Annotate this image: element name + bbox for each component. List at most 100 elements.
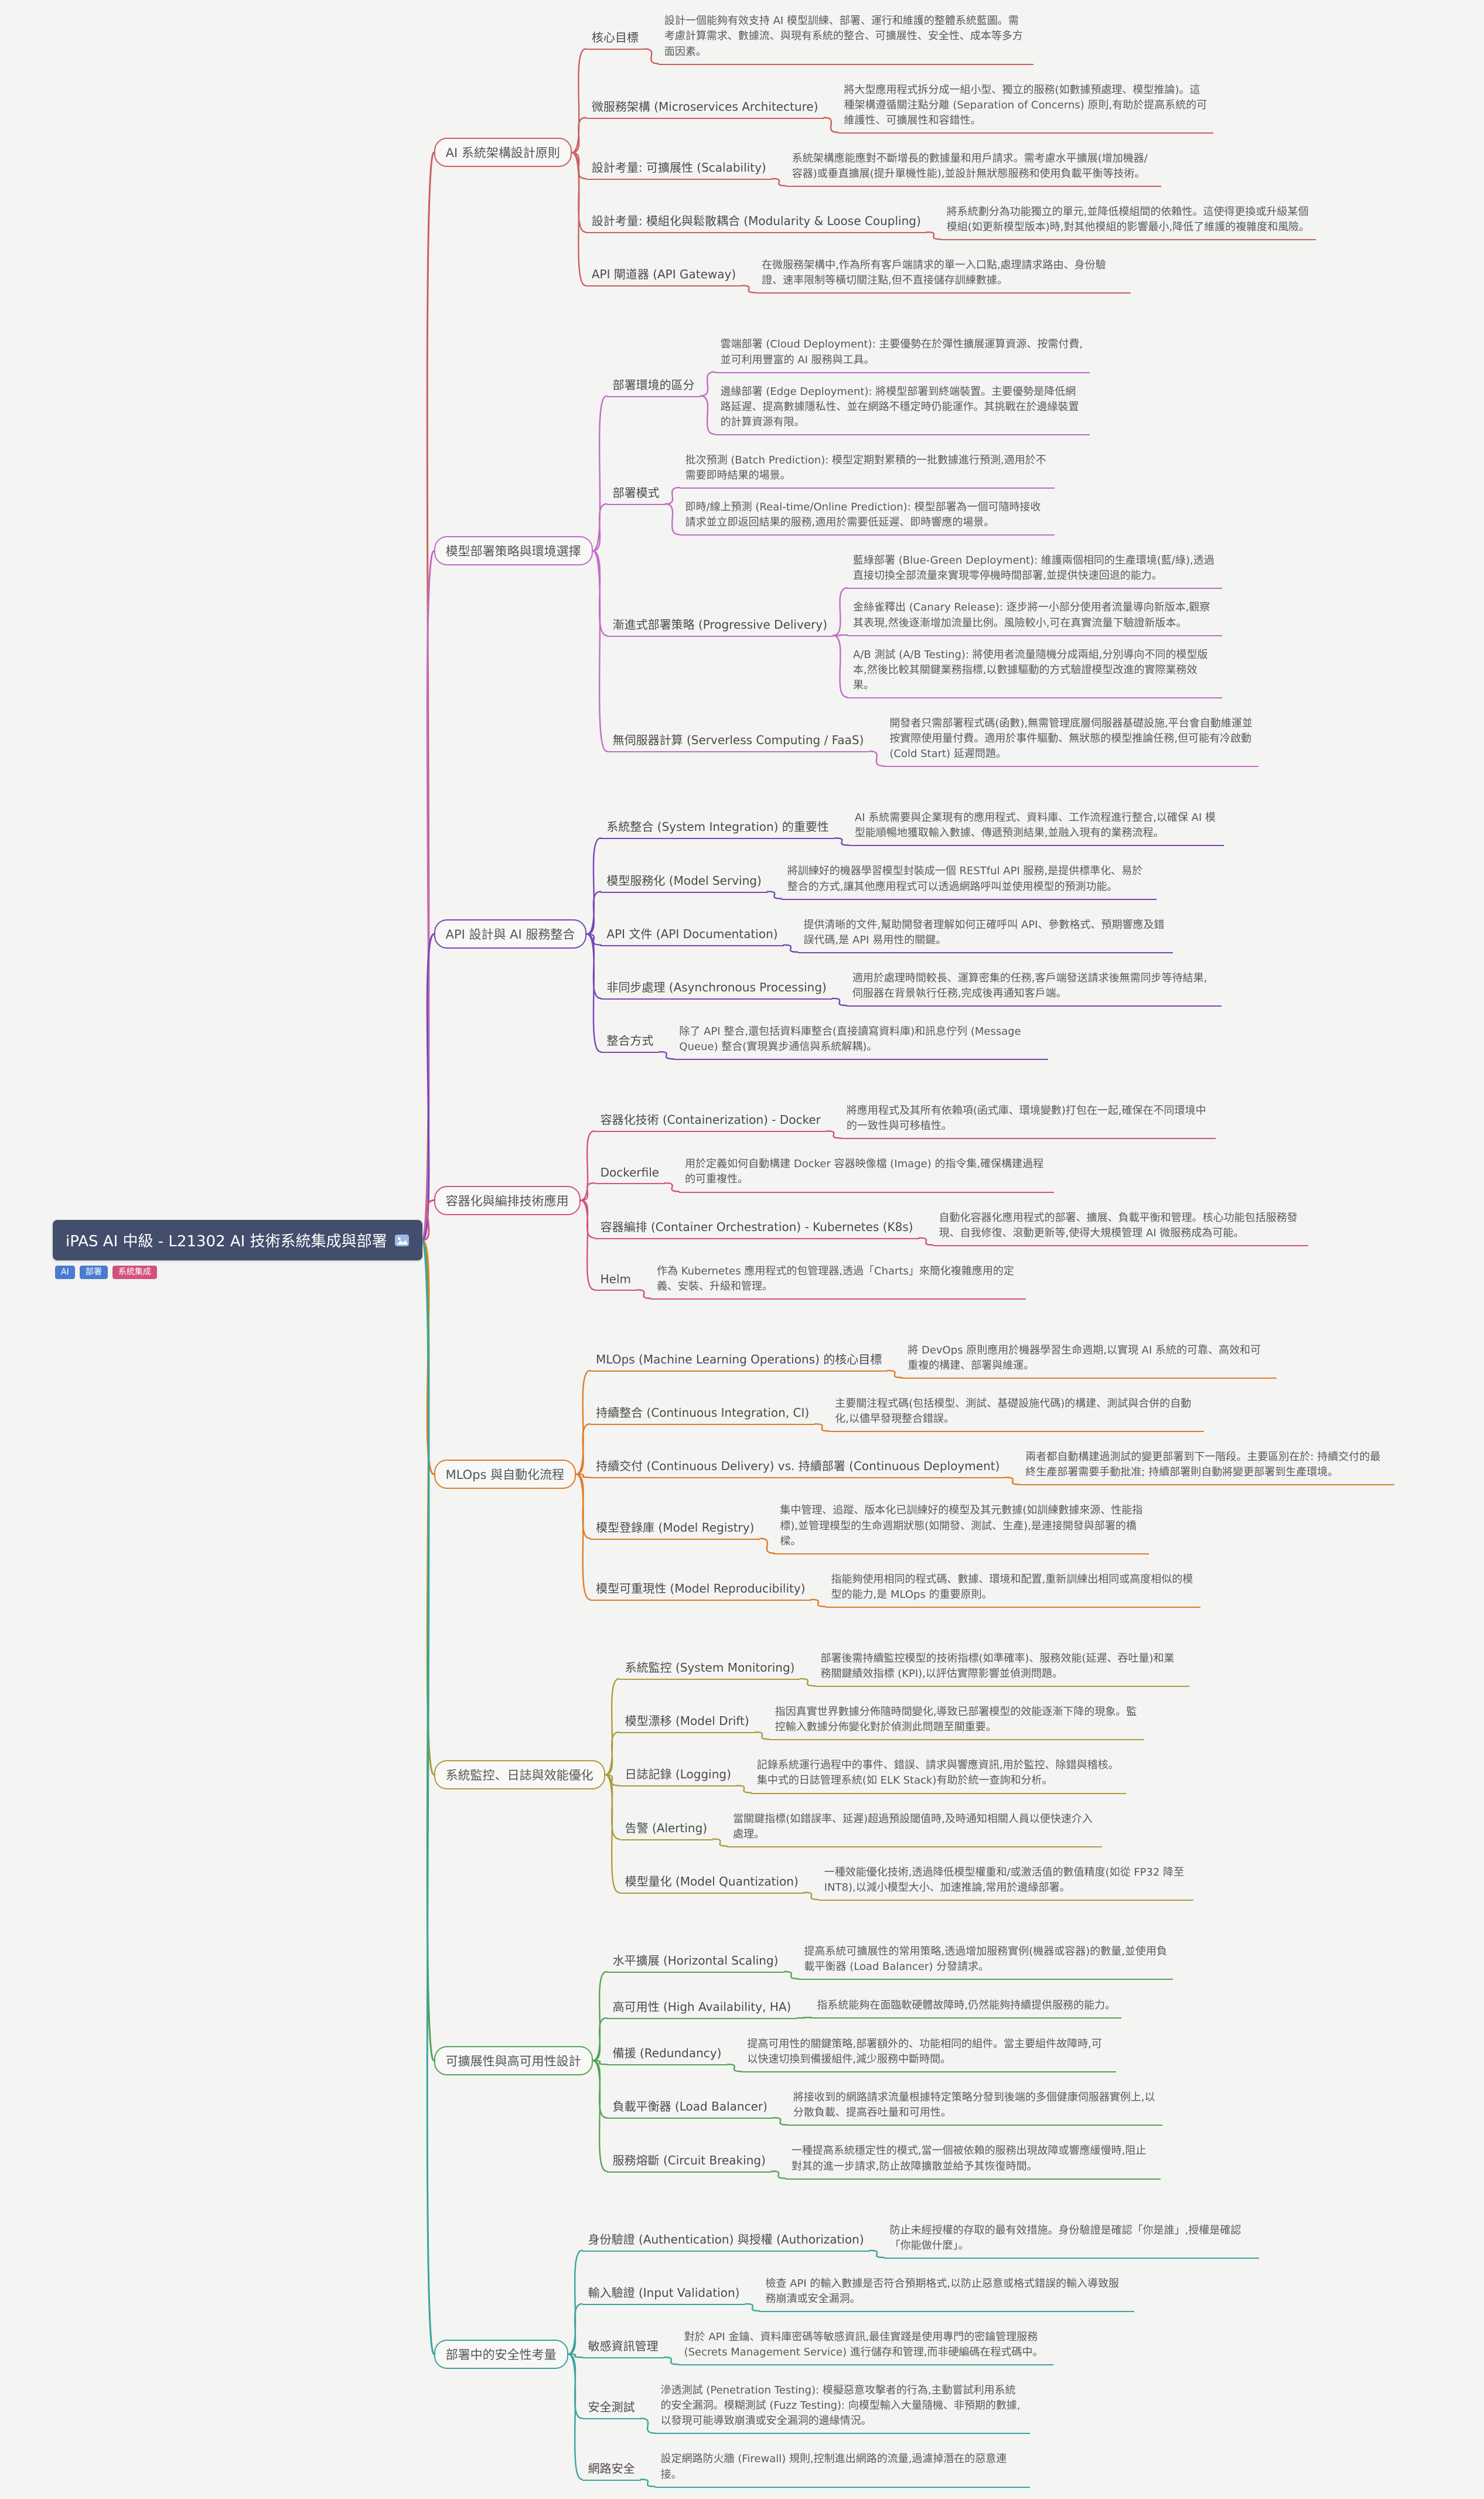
sub-topic[interactable]: 安全測試 bbox=[582, 2395, 641, 2420]
sub-topic[interactable]: 高可用性 (High Availability, HA) bbox=[606, 1995, 797, 2020]
detail-topic[interactable]: 滲透測試 (Penetration Testing): 模擬惡意攻擊者的行為,主… bbox=[654, 2381, 1030, 2435]
detail-topic[interactable]: 一種提高系統穩定性的模式,當一個被依賴的服務出現故障或響應緩慢時,阻止對其的進一… bbox=[785, 2141, 1161, 2180]
detail-topic[interactable]: 設計一個能夠有效支持 AI 模型訓練、部署、運行和維護的整體系統藍圖。需考慮計算… bbox=[658, 11, 1033, 65]
connector bbox=[664, 1182, 680, 1192]
detail-topic[interactable]: 邊緣部署 (Edge Deployment): 將模型部署到終端裝置。主要優勢是… bbox=[714, 382, 1090, 435]
detail-topic[interactable]: 設定網路防火牆 (Firewall) 規則,控制進出網路的流量,過濾掉潛在的惡意… bbox=[654, 2449, 1030, 2488]
detail-topic[interactable]: 檢查 API 的輸入數據是否符合預期格式,以防止惡意或格式錯誤的輸入導致服務崩潰… bbox=[759, 2274, 1135, 2313]
sub-topic[interactable]: 模型登錄庫 (Model Registry) bbox=[590, 1516, 760, 1540]
connector bbox=[640, 2418, 656, 2434]
main-topic[interactable]: 部署中的安全性考量 bbox=[434, 2339, 568, 2369]
detail-topic[interactable]: 兩者都自動構建過測試的變更部署到下一階段。主要區別在於: 持續交付的最終生產部署… bbox=[1019, 1447, 1395, 1486]
detail-topic[interactable]: 一種效能優化技術,透過降低模型權重和/或激活值的數值精度(如從 FP32 降至 … bbox=[818, 1863, 1193, 1901]
detail-topic[interactable]: 部署後需持續監控模型的技術指標(如準確率)、服務效能(延遲、吞吐量)和業務關鍵績… bbox=[814, 1649, 1190, 1687]
detail-topic[interactable]: 批次預測 (Batch Prediction): 模型定期對累積的一批數據進行預… bbox=[679, 451, 1055, 489]
sub-topic[interactable]: 部署模式 bbox=[606, 481, 666, 506]
detail-topic[interactable]: 在微服務架構中,作為所有客戶端請求的單一入口點,處理請求路由、身份驗證、速率限制… bbox=[756, 255, 1131, 294]
sub-topic[interactable]: 輸入驗證 (Input Validation) bbox=[582, 2281, 746, 2305]
main-topic[interactable]: 容器化與編排技術應用 bbox=[434, 1185, 581, 1215]
sub-topic[interactable]: 核心目標 bbox=[585, 26, 644, 50]
connector bbox=[700, 395, 715, 435]
detail-topic[interactable]: 主要關注程式碼(包括模型、測試、基礎設施代碼)的構建、測試與合併的自動化,以儘早… bbox=[829, 1394, 1205, 1433]
sub-topic[interactable]: 設計考量: 模組化與鬆散耦合 (Modularity & Loose Coupl… bbox=[585, 209, 927, 234]
sub-topic[interactable]: 持續交付 (Continuous Delivery) vs. 持續部署 (Con… bbox=[590, 1454, 1006, 1479]
sub-topic[interactable]: 容器編排 (Container Orchestration) - Kuberne… bbox=[594, 1215, 919, 1239]
root-topic[interactable]: iPAS AI 中級 - L21302 AI 技術系統集成與部署 bbox=[53, 1220, 422, 1261]
detail-topic[interactable]: 將系統劃分為功能獨立的單元,並降低模組間的依賴性。這使得更換或升級某個模組(如更… bbox=[940, 202, 1316, 241]
main-topic[interactable]: 模型部署策略與環境選擇 bbox=[434, 536, 593, 566]
sub-topic[interactable]: 網路安全 bbox=[582, 2457, 641, 2481]
connector bbox=[571, 152, 587, 287]
detail-topic[interactable]: 提供清晰的文件,幫助開發者理解如何正確呼叫 API、參數格式、預期響應及錯誤代碼… bbox=[797, 915, 1173, 953]
detail-topic[interactable]: AI 系統需要與企業現有的應用程式、資料庫、工作流程進行整合,以確保 AI 模型… bbox=[848, 808, 1224, 847]
connector bbox=[592, 395, 608, 552]
detail-topic[interactable]: 作為 Kubernetes 應用程式的包管理器,透過「Charts」來簡化複雜應… bbox=[651, 1262, 1026, 1300]
sub-topic[interactable]: 備援 (Redundancy) bbox=[606, 2041, 728, 2066]
sub-topic[interactable]: 微服務架構 (Microservices Architecture) bbox=[585, 95, 824, 119]
detail-topic[interactable]: 防止未經授權的存取的最有效措施。身份驗證是確認「你是誰」,授權是確認「你能做什麼… bbox=[883, 2221, 1259, 2259]
sub-topic[interactable]: 身份驗證 (Authentication) 與授權 (Authorization… bbox=[582, 2228, 870, 2252]
main-topic[interactable]: 可擴展性與高可用性設計 bbox=[434, 2045, 593, 2075]
detail-topic[interactable]: 藍綠部署 (Blue-Green Deployment): 維護兩個相同的生產環… bbox=[847, 551, 1222, 589]
connector bbox=[814, 1423, 830, 1432]
sub-topic[interactable]: 水平擴展 (Horizontal Scaling) bbox=[606, 1949, 784, 1973]
main-topic[interactable]: API 設計與 AI 服務整合 bbox=[434, 919, 587, 949]
detail-topic[interactable]: 用於定義如何自動構建 Docker 容器映像檔 (Image) 的指令集,確保構… bbox=[679, 1154, 1055, 1193]
connector bbox=[421, 933, 435, 1242]
detail-topic[interactable]: 提高可用性的關鍵策略,部署額外的、功能相同的組件。當主要組件故障時,可以快速切換… bbox=[741, 2034, 1117, 2073]
sub-topic[interactable]: 模型可重現性 (Model Reproducibility) bbox=[590, 1577, 811, 1601]
sub-topic[interactable]: 非同步處理 (Asynchronous Processing) bbox=[601, 976, 833, 1000]
main-topic[interactable]: MLOps 與自動化流程 bbox=[434, 1459, 576, 1489]
sub-topic[interactable]: MLOps (Machine Learning Operations) 的核心目… bbox=[590, 1348, 888, 1372]
sub-topic[interactable]: 系統監控 (System Monitoring) bbox=[619, 1656, 801, 1680]
detail-topic[interactable]: 除了 API 整合,還包括資料庫整合(直接讀寫資料庫)和訊息佇列 (Messag… bbox=[673, 1022, 1049, 1061]
main-topic[interactable]: AI 系統架構設計原則 bbox=[434, 138, 572, 168]
detail-topic[interactable]: 將大型應用程式拆分成一組小型、獨立的服務(如數據預處理、模型推論)。這種架構遵循… bbox=[838, 80, 1213, 134]
detail-topic[interactable]: 即時/線上預測 (Real-time/Online Prediction): 模… bbox=[679, 497, 1055, 536]
sub-topic[interactable]: 部署環境的區分 bbox=[606, 373, 701, 397]
sub-topic[interactable]: 模型漂移 (Model Drift) bbox=[619, 1709, 755, 1734]
sub-topic[interactable]: API 文件 (API Documentation) bbox=[601, 922, 784, 946]
main-topic[interactable]: 系統監控、日誌與效能優化 bbox=[434, 1760, 605, 1789]
sub-topic[interactable]: 告警 (Alerting) bbox=[619, 1816, 714, 1840]
sub-topic[interactable]: 持續整合 (Continuous Integration, CI) bbox=[590, 1401, 816, 1426]
detail-topic[interactable]: 指因真實世界數據分佈隨時間變化,導致已部署模型的效能逐漸下降的現象。監控輸入數據… bbox=[769, 1702, 1144, 1741]
detail-topic[interactable]: 集中管理、追蹤、版本化已訓練好的模型及其元數據(如訓練數據來源、性能指標),並管… bbox=[774, 1501, 1149, 1554]
connector bbox=[783, 1970, 799, 1980]
detail-topic[interactable]: A/B 測試 (A/B Testing): 將使用者流量隨機分成兩組,分別導向不… bbox=[847, 645, 1222, 698]
sub-topic[interactable]: API 閘道器 (API Gateway) bbox=[585, 262, 742, 287]
sub-topic[interactable]: 容器化技術 (Containerization) - Docker bbox=[594, 1108, 827, 1133]
detail-topic[interactable]: 適用於處理時間較長、運算密集的任務,客戶端發送請求後無需同步等待結果,伺服器在背… bbox=[846, 969, 1222, 1007]
detail-topic[interactable]: 將 DevOps 原則應用於機器學習生命週期,以實現 AI 系統的可靠、高效和可… bbox=[902, 1341, 1277, 1379]
detail-topic[interactable]: 金絲雀釋出 (Canary Release): 逐步將一小部分使用者流量導向新版… bbox=[847, 598, 1222, 636]
sub-topic[interactable]: 日誌記錄 (Logging) bbox=[619, 1762, 737, 1787]
detail-topic[interactable]: 雲端部署 (Cloud Deployment): 主要優勢在於彈性擴展運算資源、… bbox=[714, 335, 1090, 373]
detail-topic[interactable]: 將訓練好的機器學習模型封裝成一個 RESTful API 服務,是提供標準化、易… bbox=[781, 861, 1157, 900]
sub-topic[interactable]: 模型服務化 (Model Serving) bbox=[601, 869, 767, 893]
sub-topic[interactable]: 無伺服器計算 (Serverless Computing / FaaS) bbox=[606, 728, 870, 753]
detail-topic[interactable]: 將應用程式及其所有依賴項(函式庫、環境變數)打包在一起,確保在不同環境中的一致性… bbox=[840, 1101, 1216, 1140]
detail-topic[interactable]: 開發者只需部署程式碼(函數),無需管理底層伺服器基礎設施,平台會自動維運並按實際… bbox=[883, 714, 1259, 768]
sub-topic[interactable]: 敏感資訊管理 bbox=[582, 2334, 664, 2359]
sub-topic[interactable]: 設計考量: 可擴展性 (Scalability) bbox=[585, 156, 772, 180]
detail-topic[interactable]: 系統架構應能應對不斷增長的數據量和用戶請求。需考慮水平擴展(增加機器/容器)或垂… bbox=[786, 149, 1161, 187]
detail-topic[interactable]: 記錄系統運行過程中的事件、錯誤、請求與響應資訊,用於監控、除錯與稽核。集中式的日… bbox=[750, 1755, 1126, 1794]
detail-topic[interactable]: 指系統能夠在面臨軟硬體故障時,仍然能夠持續提供服務的能力。 bbox=[811, 1996, 1122, 2019]
sub-topic[interactable]: 負載平衡器 (Load Balancer) bbox=[606, 2095, 773, 2119]
sub-topic[interactable]: 整合方式 bbox=[601, 1029, 660, 1054]
sub-topic[interactable]: Helm bbox=[594, 1270, 637, 1291]
detail-topic[interactable]: 指能夠使用相同的程式碼、數據、環境和配置,重新訓練出相同或高度相似的模型的能力,… bbox=[825, 1570, 1200, 1608]
detail-topic[interactable]: 自動化容器化應用程式的部署、擴展、負載平衡和管理。核心功能包括服務發現、自我修復… bbox=[933, 1208, 1308, 1246]
sub-topic[interactable]: 系統整合 (System Integration) 的重要性 bbox=[601, 815, 835, 840]
sub-topic[interactable]: Dockerfile bbox=[594, 1163, 666, 1184]
sub-topic[interactable]: 模型量化 (Model Quantization) bbox=[619, 1870, 804, 1894]
detail-topic[interactable]: 將接收到的網路請求流量根據特定策略分發到後端的多個健康伺服器實例上,以分散負載、… bbox=[787, 2088, 1162, 2126]
sub-topic[interactable]: 服務熔斷 (Circuit Breaking) bbox=[606, 2149, 772, 2173]
detail-topic[interactable]: 對於 API 金鑰、資料庫密碼等敏感資訊,最佳實踐是使用專門的密鑰管理服務 (S… bbox=[678, 2327, 1053, 2366]
sub-topic[interactable]: 漸進式部署策略 (Progressive Delivery) bbox=[606, 613, 833, 637]
detail-topic[interactable]: 當關鍵指標(如錯誤率、延遲)超過預設閾值時,及時通知相關人員以便快速介入處理。 bbox=[727, 1809, 1103, 1847]
detail-topic[interactable]: 提高系統可擴展性的常用策略,透過增加服務實例(機器或容器)的數量,並使用負載平衡… bbox=[798, 1942, 1173, 1980]
connector bbox=[571, 48, 587, 154]
